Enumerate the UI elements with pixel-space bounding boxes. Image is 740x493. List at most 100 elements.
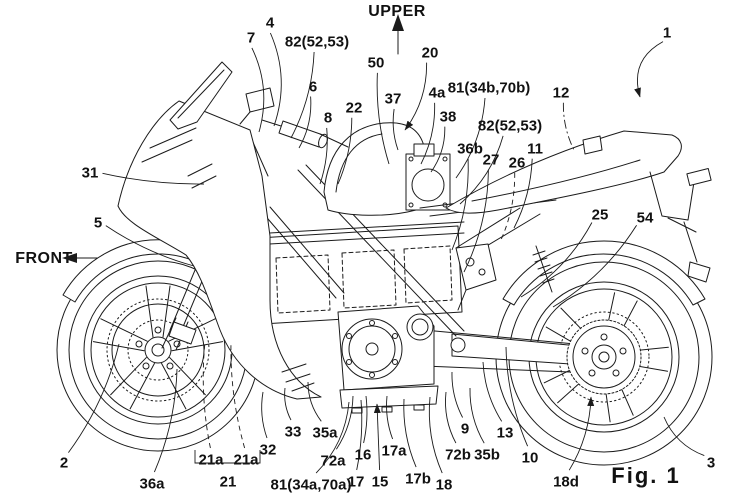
ref-label-82-52-53-: 82(52,53)	[285, 34, 349, 51]
ref-label-13: 13	[497, 425, 514, 442]
motor-bolt	[392, 333, 398, 339]
swingarm-pivot	[450, 337, 466, 353]
ref-label-11: 11	[527, 141, 543, 158]
ref-label-1: 1	[663, 25, 671, 42]
leader-line-21a	[230, 341, 246, 449]
ref-label-72b: 72b	[445, 447, 471, 464]
spoke	[110, 357, 155, 410]
ref-label-10: 10	[522, 450, 539, 467]
leader-line-1	[634, 41, 664, 98]
motor-bolt	[346, 333, 352, 339]
ref-label-5: 5	[94, 215, 102, 232]
disc-bolt	[135, 340, 143, 348]
bracket-bolt	[478, 268, 486, 276]
motor-bolt	[346, 359, 352, 365]
sprocket-bolt	[619, 347, 627, 355]
leader-line-25	[520, 222, 593, 298]
ref-label-54: 54	[637, 210, 654, 227]
leader-line-9	[451, 371, 463, 418]
ref-label-36b: 36b	[457, 141, 483, 158]
ref-label-38: 38	[440, 109, 457, 126]
leader-line-36b	[451, 158, 469, 251]
rear-shock	[532, 245, 555, 293]
sprocket-bolt	[600, 333, 608, 341]
ref-label-22: 22	[346, 100, 363, 117]
fairing-shell	[117, 100, 322, 400]
rear-fender	[502, 240, 706, 306]
windscreen	[169, 61, 233, 130]
figure-caption: Fig. 1	[611, 463, 680, 488]
battery-cell-dashed	[341, 249, 397, 309]
battery-cell-dashed	[403, 245, 453, 304]
sprocket-bolt	[581, 347, 589, 355]
leader-line-38	[430, 126, 446, 173]
leader-line-10	[505, 346, 529, 447]
leader-line-81-34b-70b-	[455, 97, 486, 179]
leader-line-37	[392, 108, 399, 151]
leader-line-13	[482, 361, 503, 422]
windscreen-edge	[177, 69, 225, 119]
swingarm	[423, 329, 601, 373]
charger-cap	[413, 143, 435, 157]
shock-spring	[532, 250, 555, 284]
disc-inner-dotted	[127, 319, 189, 381]
leader-line-4a	[420, 102, 436, 165]
ref-label-17a: 17a	[381, 443, 407, 460]
ref-label-35b: 35b	[474, 447, 500, 464]
ref-label-9: 9	[461, 421, 469, 438]
seat-seam	[471, 159, 641, 202]
ref-label-81-34b-70b-: 81(34b,70b)	[448, 80, 531, 97]
leader-line-20	[404, 62, 428, 131]
front-brake-disc	[106, 298, 210, 402]
charger-bolt	[408, 156, 414, 162]
motor-shaft	[365, 342, 379, 356]
front-orientation: FRONT	[15, 250, 98, 267]
disc-edge-dotted	[106, 298, 210, 402]
ref-label-26: 26	[509, 155, 526, 172]
seat-cowl	[445, 130, 682, 214]
belly-tray	[339, 385, 439, 409]
rear-sprocket	[566, 319, 642, 395]
brake-pedal	[457, 289, 467, 311]
ref-21-bracket	[194, 450, 261, 464]
ref-label-8: 8	[324, 110, 332, 127]
seat-strap	[582, 135, 603, 155]
brake-lever	[319, 133, 349, 148]
grip-end	[318, 133, 328, 149]
ref-label-36a: 36a	[139, 476, 165, 493]
front-arrow-head	[62, 253, 77, 263]
fender-stay	[667, 217, 698, 263]
ref-label-21a: 21a	[233, 452, 259, 469]
leader-line-72a	[336, 395, 354, 450]
motor-housing	[341, 318, 403, 380]
ref-label-72a: 72a	[320, 453, 346, 470]
headlight-line	[141, 127, 197, 163]
leader-line-3	[663, 416, 705, 457]
leader-line-4	[269, 32, 282, 127]
frame-tube	[261, 206, 345, 299]
battery-case	[257, 225, 463, 325]
leader-lines-layer	[68, 32, 705, 474]
leader-line-16	[363, 395, 368, 444]
ref-label-50: 50	[368, 55, 385, 72]
charger-bolt	[442, 156, 448, 162]
ref-label-16: 16	[355, 447, 372, 464]
ref-label-4: 4	[266, 15, 275, 32]
leader-line-17	[356, 399, 363, 471]
front-label: FRONT	[15, 250, 73, 267]
leader-line-35a	[307, 381, 322, 422]
lower-vent	[281, 363, 315, 392]
leader-line-26	[499, 172, 516, 243]
leader-line-32	[261, 391, 268, 439]
ref-label-31: 31	[82, 165, 99, 182]
ref-label-21: 21	[220, 474, 237, 491]
shock-rod	[535, 245, 553, 293]
ref-label-37: 37	[385, 91, 402, 108]
side-vent	[187, 163, 217, 189]
leader-line-12	[562, 102, 575, 151]
seat-tail-section	[445, 130, 712, 283]
mirror-stem	[239, 111, 251, 125]
